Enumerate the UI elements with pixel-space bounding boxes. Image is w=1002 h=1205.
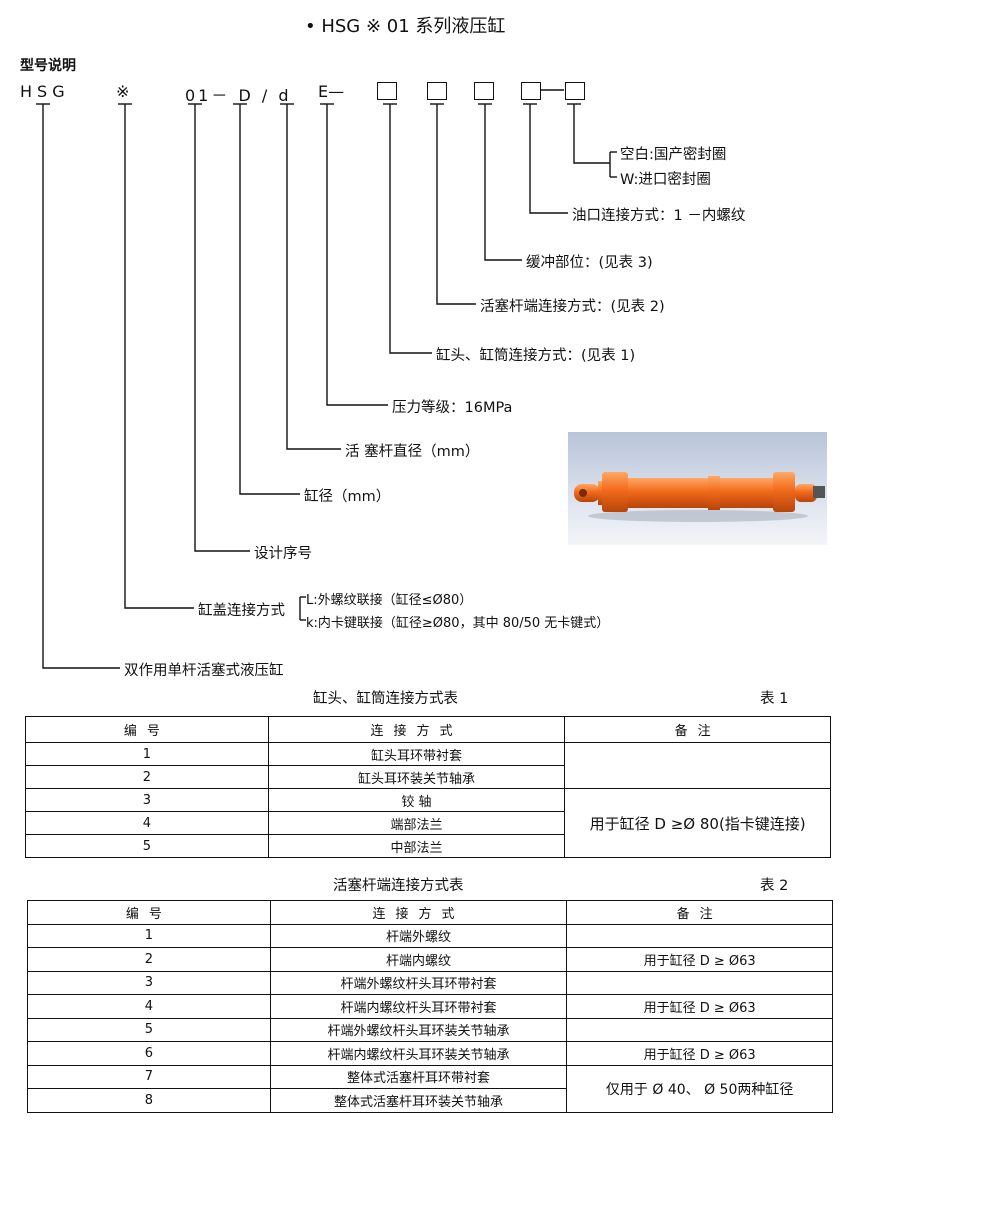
table1: 编号 连接方式 备注 1 缸头耳环带衬套 2 缸头耳环装关节轴承 3 铰 轴 用…: [25, 716, 831, 858]
cell-method: 杆端内螺纹杆头耳环装关节轴承: [269, 1041, 568, 1066]
cell-no: 4: [25, 811, 269, 835]
cell-method: 杆端内螺纹: [269, 947, 568, 972]
table-header-row: 编号 连接方式 备注: [25, 716, 831, 743]
cell-no: 3: [25, 788, 269, 812]
table-row: 3 杆端外螺纹杆头耳环带衬套: [27, 970, 833, 995]
cell-note-merged: 仅用于 Ø 40、 Ø 50两种缸径: [566, 1064, 833, 1113]
cell-note: [566, 1017, 833, 1042]
label-pressure: 压力等级：16MPa: [392, 400, 513, 416]
code-box-seal: [565, 82, 585, 100]
label-rod-end: 活塞杆端连接方式：(见表 2): [480, 299, 665, 315]
table-row: 5 杆端外螺纹杆头耳环装关节轴承: [27, 1017, 833, 1042]
cell-method: 杆端外螺纹杆头耳环带衬套: [269, 970, 568, 995]
cell-method: 中部法兰: [267, 834, 566, 858]
table-row: 4 杆端内螺纹杆头耳环带衬套 用于缸径 D ≥ Ø63: [27, 994, 833, 1019]
label-buffer: 缓冲部位：(见表 3): [526, 255, 653, 271]
cell-method: 缸头耳环装关节轴承: [267, 765, 566, 789]
code-seq-dd: 01－ D / d: [185, 86, 292, 105]
label-double-acting: 双作用单杆活塞式液压缸: [124, 663, 284, 679]
code-e: E—: [318, 82, 345, 101]
cell-method: 杆端外螺纹杆头耳环装关节轴承: [269, 1017, 568, 1042]
cell-note-merged: 用于缸径 D ≥Ø 80(指卡键连接): [564, 788, 831, 858]
label-cap-conn: 缸盖连接方式: [198, 603, 285, 619]
model-section-title: 型号说明: [20, 58, 76, 74]
table2-caption: 活塞杆端连接方式表: [333, 878, 464, 894]
table-row: 2 缸头耳环装关节轴承: [25, 765, 831, 789]
table-row: 2 杆端内螺纹 用于缸径 D ≥ Ø63: [27, 947, 833, 972]
col-header-no: 编号: [25, 716, 269, 743]
code-hsg: HSG: [20, 82, 70, 101]
col-header-note: 备注: [566, 900, 833, 925]
table-row: 5 中部法兰: [25, 834, 831, 858]
label-head-barrel: 缸头、缸筒连接方式：(见表 1): [436, 348, 636, 364]
cell-note: [566, 970, 833, 995]
cell-method: 铰 轴: [267, 788, 566, 812]
table-row: 3 铰 轴 用于缸径 D ≥Ø 80(指卡键连接): [25, 788, 831, 858]
table-header-row: 编号 连接方式 备注: [27, 900, 833, 925]
cell-method: 整体式活塞杆耳环带衬套: [269, 1064, 568, 1089]
label-oil-port: 油口连接方式：1 －内螺纹: [572, 208, 746, 224]
table-row: 8 整体式活塞杆耳环装关节轴承: [27, 1088, 833, 1113]
cell-no: 7: [27, 1064, 271, 1089]
cell-no: 5: [27, 1017, 271, 1042]
label-seal-w: W:进口密封圈: [620, 172, 711, 188]
code-box-oil-port: [521, 82, 541, 100]
table-row: 7 整体式活塞杆耳环带衬套 仅用于 Ø 40、 Ø 50两种缸径: [27, 1064, 833, 1113]
cell-no: 4: [27, 994, 271, 1019]
cell-no: 3: [27, 970, 271, 995]
cell-method: 杆端内螺纹杆头耳环带衬套: [269, 994, 568, 1019]
cell-note: 用于缸径 D ≥ Ø63: [566, 1041, 833, 1066]
cell-no: 8: [27, 1088, 271, 1113]
cell-no: 1: [27, 923, 271, 948]
table-row: 6 杆端内螺纹杆头耳环装关节轴承 用于缸径 D ≥ Ø63: [27, 1041, 833, 1066]
cell-no: 5: [25, 834, 269, 858]
hydraulic-cylinder-photo: [568, 432, 827, 545]
label-cap-l: L:外螺纹联接（缸径≤Ø80）: [306, 593, 473, 608]
cell-note: 用于缸径 D ≥ Ø63: [566, 947, 833, 972]
label-cap-k: k:内卡键联接（缸径≥Ø80，其中 80/50 无卡键式）: [306, 616, 610, 631]
col-header-no: 编号: [27, 900, 271, 925]
table2: 编号 连接方式 备注 1 杆端外螺纹 2 杆端内螺纹 用于缸径 D ≥ Ø63 …: [27, 900, 833, 1113]
table1-caption: 缸头、缸筒连接方式表: [313, 691, 458, 707]
table-row: 1 杆端外螺纹: [27, 923, 833, 948]
col-header-method: 连接方式: [267, 716, 566, 743]
cell-note-empty: [564, 742, 831, 789]
cell-method: 杆端外螺纹: [269, 923, 568, 948]
table-row: 4 端部法兰: [25, 811, 831, 835]
cell-no: 2: [27, 947, 271, 972]
label-seal-blank: 空白:国产密封圈: [620, 147, 727, 163]
code-box-rod-end: [427, 82, 447, 100]
code-box-head-barrel: [377, 82, 397, 100]
page-title: • HSG ※ 01 系列液压缸: [305, 16, 506, 37]
cell-no: 2: [25, 765, 269, 789]
col-header-note: 备注: [564, 716, 831, 743]
leader-lines: [36, 89, 617, 669]
cell-method: 端部法兰: [267, 811, 566, 835]
label-design-seq: 设计序号: [254, 546, 312, 562]
label-bore: 缸径（mm）: [304, 489, 391, 505]
cell-method: 整体式活塞杆耳环装关节轴承: [269, 1088, 568, 1113]
table-row: 1 缸头耳环带衬套: [25, 742, 831, 789]
code-box-buffer: [474, 82, 494, 100]
cell-no: 1: [25, 742, 269, 766]
label-rod-diameter: 活 塞杆直径（mm）: [345, 444, 480, 460]
table2-tag: 表 2: [760, 878, 789, 894]
col-header-method: 连接方式: [269, 900, 568, 925]
cell-note: 用于缸径 D ≥ Ø63: [566, 994, 833, 1019]
cell-no: 6: [27, 1041, 271, 1066]
cell-note: [566, 923, 833, 948]
code-mark: ※: [116, 82, 130, 101]
cell-method: 缸头耳环带衬套: [267, 742, 566, 766]
table1-tag: 表 1: [760, 691, 789, 707]
